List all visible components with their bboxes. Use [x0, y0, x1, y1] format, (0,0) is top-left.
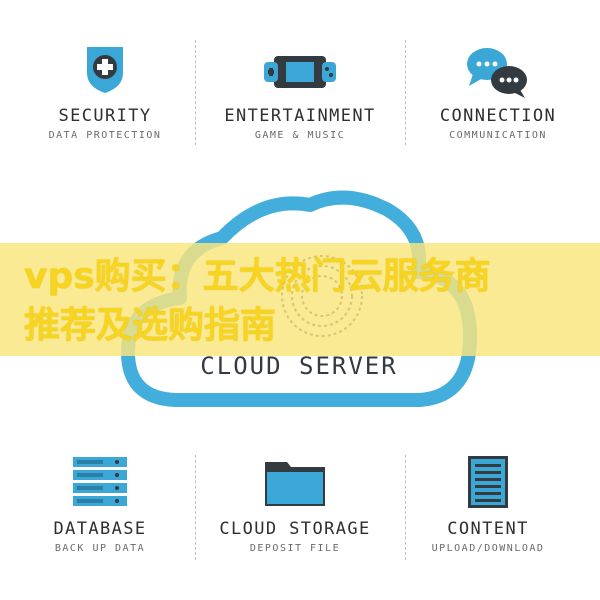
tile-title: SECURITY: [58, 106, 152, 126]
tile-title: DATABASE: [53, 519, 147, 539]
separator: [195, 40, 196, 145]
tile-database: DATABASE BACK UP DATA: [10, 455, 190, 565]
tile-title: CONNECTION: [439, 106, 557, 126]
tile-title: CLOUD STORAGE: [219, 519, 371, 539]
tile-title: CONTENT: [447, 519, 529, 539]
tile-subtitle: DEPOSIT FILE: [249, 543, 341, 554]
tile-subtitle: BACK UP DATA: [54, 543, 146, 554]
folder-icon: [265, 462, 325, 506]
document-list-icon: [468, 456, 508, 508]
chat-bubbles-icon: [467, 48, 527, 98]
shield-plus-icon: [87, 47, 123, 93]
banner-title-line-1: vps购买：五大热门云服务商: [24, 256, 491, 297]
tile-content: CONTENT UPLOAD/DOWNLOAD: [398, 455, 578, 565]
tile-entertainment: ENTERTAINMENT GAME & MUSIC: [210, 40, 390, 150]
tile-subtitle: COMMUNICATION: [449, 130, 547, 141]
tile-subtitle: UPLOAD/DOWNLOAD: [431, 543, 545, 554]
tile-title: ENTERTAINMENT: [224, 106, 376, 126]
tile-security: SECURITY DATA PROTECTION: [15, 40, 195, 150]
cloud-label: CLOUD SERVER: [200, 352, 397, 380]
separator: [405, 40, 406, 145]
banner-title-line-2: 推荐及选购指南: [24, 305, 277, 346]
tile-subtitle: GAME & MUSIC: [254, 130, 346, 141]
title-banner: [0, 243, 600, 356]
tile-subtitle: DATA PROTECTION: [48, 130, 162, 141]
separator: [405, 455, 406, 560]
tile-connection: CONNECTION COMMUNICATION: [408, 40, 588, 150]
server-rack-icon: [73, 457, 127, 506]
gamepad-icon: [264, 56, 336, 88]
tile-cloud-storage: CLOUD STORAGE DEPOSIT FILE: [205, 455, 385, 565]
separator: [195, 455, 196, 560]
